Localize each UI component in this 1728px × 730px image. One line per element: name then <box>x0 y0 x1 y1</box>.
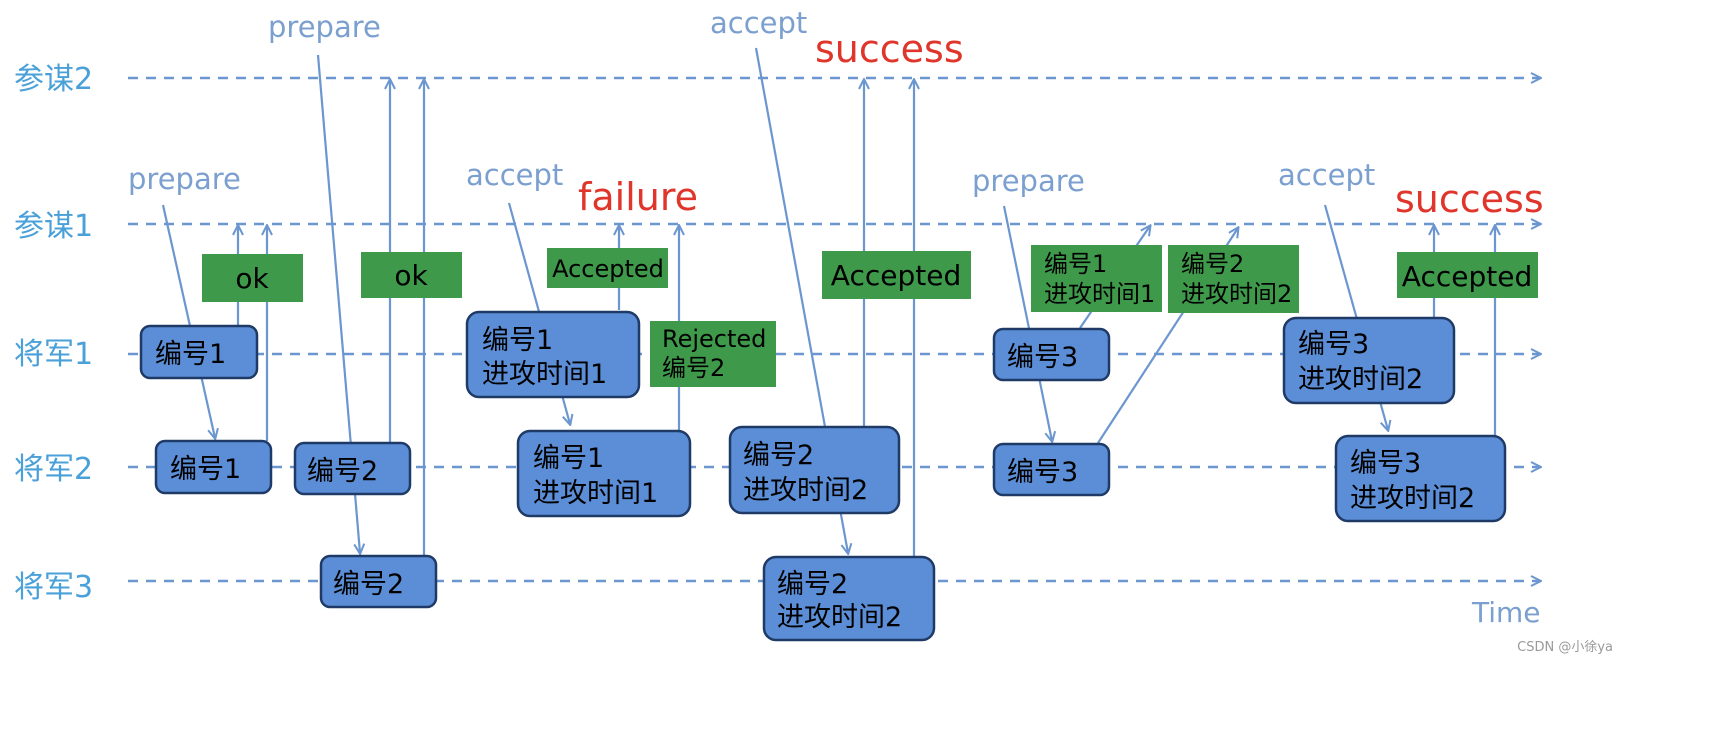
svg-text:ok: ok <box>394 259 428 292</box>
lane-label-advisor2: 参谋2 <box>14 62 93 97</box>
proposal-text: 进攻时间2 <box>1350 483 1475 514</box>
svg-text:Accepted: Accepted <box>1402 260 1532 293</box>
response-box-accepted-3: Accepted <box>1397 252 1538 298</box>
label-prepare-1: prepare <box>128 162 241 196</box>
proposal-text: 编号2 <box>307 456 378 487</box>
proposal-box-gen3-2 <box>762 555 936 642</box>
proposal-text: 编号3 <box>1007 342 1078 373</box>
proposal-box-gen2-1 <box>154 439 273 495</box>
response-box-accepted-2: Accepted <box>822 251 971 299</box>
result-success-2: success <box>1395 177 1544 221</box>
svg-text:编号1: 编号1 <box>1044 250 1107 278</box>
response-box-accepted-1: Accepted <box>547 248 668 288</box>
proposal-text: 编号3 <box>1298 329 1369 360</box>
svg-text:ok: ok <box>235 262 269 295</box>
response-box-promise-1: 编号1 进攻时间1 <box>1031 245 1162 312</box>
proposal-box-gen2-4 <box>728 425 901 515</box>
proposal-text: 编号1 <box>170 454 241 485</box>
response-box-rejected: Rejected 编号2 <box>650 321 776 387</box>
proposal-text: 编号1 <box>155 339 226 370</box>
label-prepare-3: prepare <box>972 164 1085 198</box>
svg-text:编号2: 编号2 <box>662 354 725 382</box>
proposal-text: 编号2 <box>743 440 814 471</box>
label-accept-3: accept <box>1278 158 1375 192</box>
proposal-text: 进攻时间1 <box>533 478 658 509</box>
lane-label-general2: 将军2 <box>14 452 93 487</box>
proposal-box-gen1-2 <box>465 310 641 399</box>
label-accept-2: accept <box>710 6 807 40</box>
proposal-text: 编号2 <box>333 569 404 600</box>
response-box-ok-1: ok <box>202 254 303 302</box>
proposal-box-gen1-3 <box>992 327 1111 382</box>
proposal-text: 进攻时间1 <box>482 359 607 390</box>
result-success-1: success <box>815 27 964 71</box>
proposal-box-gen2-3 <box>516 429 692 518</box>
proposal-text: 编号3 <box>1350 448 1421 479</box>
proposal-box-gen2-6 <box>1334 434 1507 523</box>
svg-text:Accepted: Accepted <box>552 255 664 283</box>
response-box-promise-2: 编号2 进攻时间2 <box>1168 245 1299 313</box>
watermark: CSDN @小徐ya <box>1517 640 1613 655</box>
proposal-box-gen3-1 <box>319 554 438 609</box>
lane-label-general1: 将军1 <box>14 337 93 372</box>
proposal-text: 编号1 <box>533 443 604 474</box>
proposal-text: 进攻时间2 <box>743 475 868 506</box>
arrow-prepare3-adv1-to-gen2 <box>1002 205 1052 441</box>
proposal-text: 进攻时间2 <box>777 602 902 633</box>
proposal-text: 编号2 <box>777 569 848 600</box>
result-failure-1: failure <box>578 175 698 219</box>
proposal-text: 编号1 <box>482 325 553 356</box>
proposal-box-gen1-4 <box>1282 316 1456 405</box>
lane-label-general3: 将军3 <box>14 570 93 605</box>
time-axis-label: Time <box>1471 596 1541 629</box>
response-box-ok-2: ok <box>361 252 462 298</box>
svg-text:编号2: 编号2 <box>1181 250 1244 278</box>
lane-label-advisor1: 参谋1 <box>14 209 93 244</box>
svg-text:进攻时间1: 进攻时间1 <box>1044 280 1155 308</box>
proposal-box-gen2-5 <box>992 442 1111 497</box>
proposal-box-gen1-1 <box>139 324 259 380</box>
arrow-prepare-adv1-to-gen2 <box>161 204 215 438</box>
proposal-text: 进攻时间2 <box>1298 364 1423 395</box>
svg-text:Rejected: Rejected <box>662 325 766 353</box>
label-prepare-2: prepare <box>268 10 381 44</box>
label-accept-1: accept <box>466 158 563 192</box>
svg-text:Accepted: Accepted <box>831 259 961 292</box>
proposal-box-gen2-2 <box>293 441 412 496</box>
proposal-text: 编号3 <box>1007 457 1078 488</box>
svg-text:进攻时间2: 进攻时间2 <box>1181 280 1292 308</box>
